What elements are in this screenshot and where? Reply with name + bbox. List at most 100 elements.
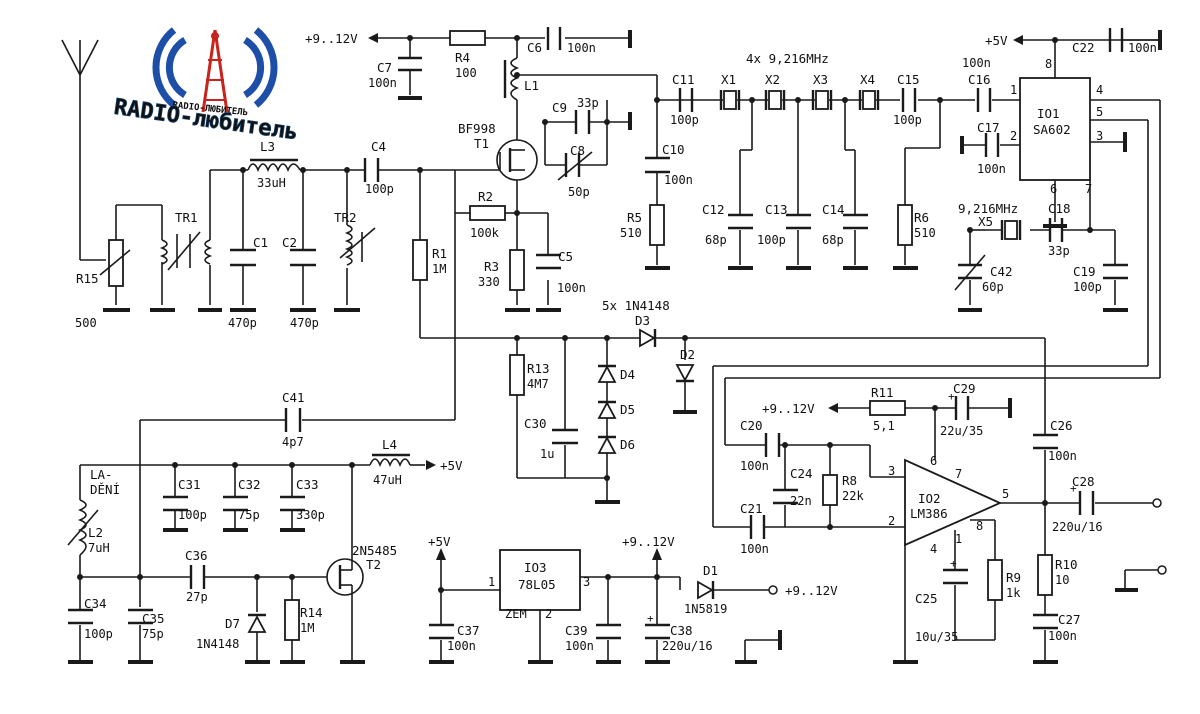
c2-name: C2 xyxy=(282,235,297,250)
c29-value: 22u/35 xyxy=(940,424,983,438)
io2-name: IO2 xyxy=(918,491,941,506)
c16-name: C16 xyxy=(968,72,991,87)
io1-pin-4: 4 xyxy=(1096,83,1103,97)
supply-label-top-9v: +9..12V xyxy=(305,31,358,46)
io2-pin-1: 1 xyxy=(955,532,962,546)
io1-pin-1: 1 xyxy=(1010,83,1017,97)
labels: +9..12V +5V +5V +9..12V +5V +9..12V +9..… xyxy=(75,31,1157,653)
c5-name: C5 xyxy=(558,249,573,264)
svg-text:+: + xyxy=(948,390,955,403)
c42-value: 60p xyxy=(982,280,1004,294)
c16-value: 100n xyxy=(962,56,991,70)
c18-value: 33p xyxy=(1048,244,1070,258)
c9-value: 33p xyxy=(577,96,599,110)
c7-value: 100n xyxy=(368,76,397,90)
io1-pin-2: 2 xyxy=(1010,129,1017,143)
c28-name: C28 xyxy=(1072,474,1095,489)
l4-name: L4 xyxy=(382,437,397,452)
c9-name: C9 xyxy=(552,100,567,115)
c6-name: C6 xyxy=(527,40,542,55)
diode-group-label: 5x 1N4148 xyxy=(602,298,670,313)
c11-name: C11 xyxy=(672,72,695,87)
terminals xyxy=(368,33,1167,595)
c4-value: 100p xyxy=(365,182,394,196)
logo-name: RADIO-любитель xyxy=(112,95,299,146)
radio-tower-icon xyxy=(201,29,229,113)
r4-value: 100 xyxy=(455,66,477,80)
io1-pin-6: 6 xyxy=(1050,182,1057,196)
r8-name: R8 xyxy=(842,473,857,488)
c34-name: C34 xyxy=(84,596,107,611)
r4-name: R4 xyxy=(455,50,470,65)
r3-value: 330 xyxy=(478,275,500,289)
c17-value: 100n xyxy=(977,162,1006,176)
c32-name: C32 xyxy=(238,477,261,492)
c34-value: 100p xyxy=(84,627,113,641)
r13-value: 4M7 xyxy=(527,377,549,391)
supply-label-r11-9v: +9..12V xyxy=(762,401,815,416)
r10-name: R10 xyxy=(1055,557,1078,572)
r15-name: R15 xyxy=(76,271,99,286)
r9-name: R9 xyxy=(1006,570,1021,585)
c12-value: 68p xyxy=(705,233,727,247)
c14-name: C14 xyxy=(822,202,845,217)
io2-pin-2: 2 xyxy=(888,514,895,528)
r8-value: 22k xyxy=(842,489,864,503)
c11-value: 100p xyxy=(670,113,699,127)
d3-name: D3 xyxy=(635,313,650,328)
c21-value: 100n xyxy=(740,542,769,556)
io1-pin-7: 7 xyxy=(1085,182,1092,196)
c19-value: 100p xyxy=(1073,280,1102,294)
c37-name: C37 xyxy=(457,623,480,638)
supply-label-io3-5v: +5V xyxy=(428,534,451,549)
ground-symbols xyxy=(68,30,1162,664)
tr1-primary xyxy=(159,239,168,265)
svg-text:+: + xyxy=(647,612,654,625)
c12-name: C12 xyxy=(702,202,725,217)
c39-name: C39 xyxy=(565,623,588,638)
tr1-name: TR1 xyxy=(175,210,198,225)
io3-name: IO3 xyxy=(524,560,547,575)
l3-value: 33uH xyxy=(257,176,286,190)
io3-type: 78L05 xyxy=(518,577,556,592)
x3-name: X3 xyxy=(813,72,828,87)
d5-name: D5 xyxy=(620,402,635,417)
c25-value: 10u/35 xyxy=(915,630,958,644)
c27-name: C27 xyxy=(1058,612,1081,627)
r5-name: R5 xyxy=(627,210,642,225)
c14-value: 68p xyxy=(822,233,844,247)
t2-type: 2N5485 xyxy=(352,543,397,558)
r11-value: 5,1 xyxy=(873,419,895,433)
io1-pin-8: 8 xyxy=(1045,57,1052,71)
io3-label: ZEM xyxy=(505,607,527,621)
c32-value: 75p xyxy=(238,508,260,522)
r5-value: 510 xyxy=(620,226,642,240)
c17-name: C17 xyxy=(977,120,1000,135)
c10-value: 100n xyxy=(664,173,693,187)
io1-name: IO1 xyxy=(1037,106,1060,121)
r6-value: 510 xyxy=(914,226,936,240)
io1-pin-3: 3 xyxy=(1096,129,1103,143)
c38-name: C38 xyxy=(670,623,693,638)
io3-pin-2: 2 xyxy=(545,607,552,621)
c28-value: 220u/16 xyxy=(1052,520,1103,534)
r2-name: R2 xyxy=(478,189,493,204)
io2-pin-6: 6 xyxy=(930,454,937,468)
d1-name: D1 xyxy=(703,563,718,578)
c21-name: C21 xyxy=(740,501,763,516)
radio-lubitel-logo: RADIO-ЛЮБИТЕЛЬ RADIO-любитель xyxy=(112,27,300,146)
c41-name: C41 xyxy=(282,390,305,405)
r15-value: 500 xyxy=(75,316,97,330)
c1-value: 470p xyxy=(228,316,257,330)
c26-name: C26 xyxy=(1050,418,1073,433)
c25-name: C25 xyxy=(915,591,938,606)
x4-name: X4 xyxy=(860,72,875,87)
c30-value: 1u xyxy=(540,447,554,461)
r2-value: 100k xyxy=(470,226,500,240)
x5-name: X5 xyxy=(978,214,993,229)
c8-name: C8 xyxy=(570,143,585,158)
c36-value: 27p xyxy=(186,590,208,604)
c38-value: 220u/16 xyxy=(662,639,713,653)
r1-value: 1M xyxy=(432,262,446,276)
c22-name: C22 xyxy=(1072,40,1095,55)
